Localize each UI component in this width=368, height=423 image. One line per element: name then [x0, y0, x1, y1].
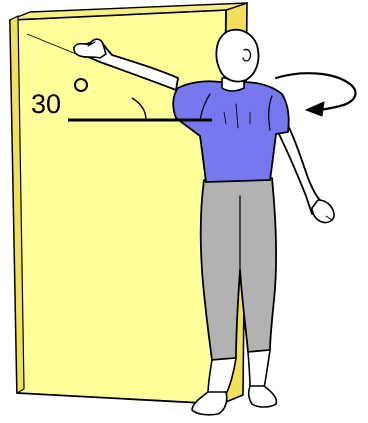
head: [216, 30, 258, 82]
angle-label: 30: [31, 89, 61, 119]
arrowhead: [306, 102, 324, 116]
ear: [243, 49, 251, 61]
lower-leg-right: [248, 350, 270, 388]
foot-right: [249, 386, 277, 407]
